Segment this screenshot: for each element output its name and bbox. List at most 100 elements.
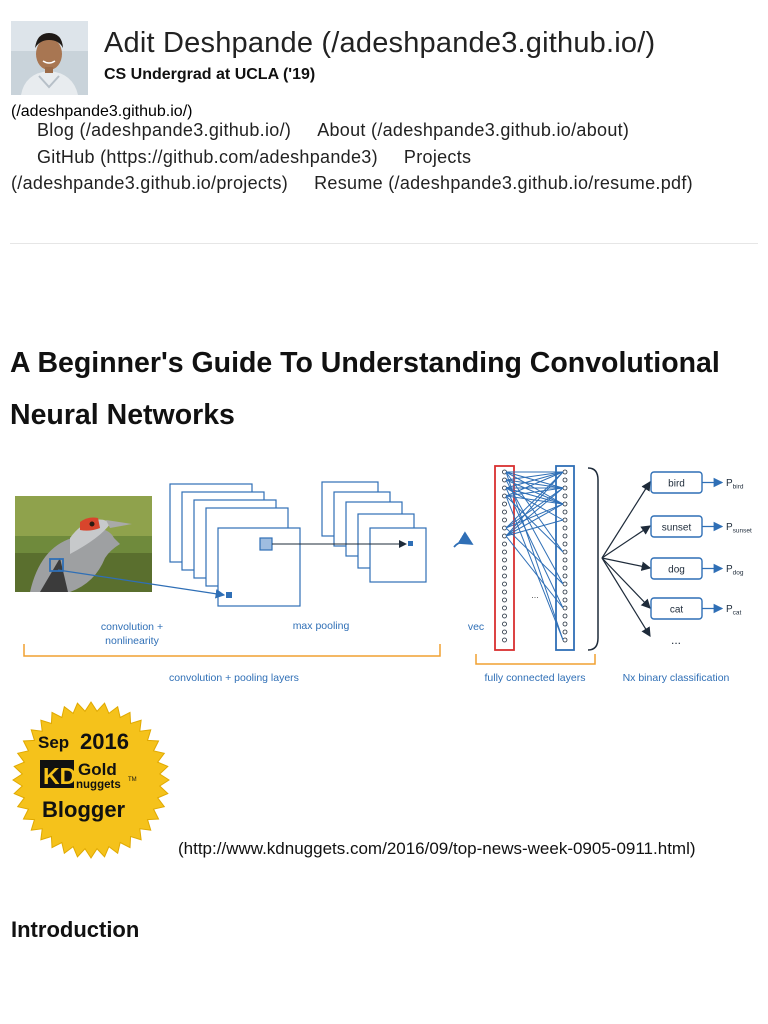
badge-month: Sep — [38, 733, 69, 752]
hidden-node — [562, 613, 568, 619]
conv-label-line2: nonlinearity — [105, 635, 159, 647]
hidden-node — [562, 493, 568, 499]
hidden-node — [562, 565, 568, 571]
vector-node — [502, 605, 507, 611]
hidden-node — [562, 477, 568, 483]
hidden-node — [562, 581, 568, 587]
class-prob-dog: Pdog — [726, 564, 744, 577]
vector-node — [502, 485, 507, 491]
nx-binary-label: Nx binary classification — [623, 672, 730, 684]
home-link[interactable]: (/adeshpande3.github.io/) — [11, 103, 193, 120]
site-title-link[interactable]: Adit Deshpande (/adeshpande3.github.io/) — [104, 27, 656, 59]
vector-node — [502, 493, 507, 499]
hidden-node — [562, 533, 568, 539]
badge-link-text[interactable]: (http://www.kdnuggets.com/2016/09/top-ne… — [10, 836, 750, 862]
badge-nuggets: nuggets — [76, 779, 121, 791]
vector-node — [502, 557, 507, 563]
class-prob-sunset: Psunset — [726, 522, 752, 535]
nav-projects-link[interactable]: Projects (/adeshpande3.github.io/project… — [11, 146, 472, 194]
class-arrow — [601, 557, 651, 609]
hidden-node — [562, 517, 568, 523]
main-nav: Blog (/adeshpande3.github.io/) About (/ad… — [11, 117, 751, 197]
fc-layers-label: fully connected layers — [485, 672, 586, 684]
header-divider — [10, 243, 758, 244]
fc-link — [505, 495, 564, 641]
class-arrow — [601, 480, 651, 559]
vector-node — [502, 613, 507, 619]
hidden-node — [562, 469, 568, 475]
nav-resume-link[interactable]: Resume (/adeshpande3.github.io/resume.pd… — [314, 173, 693, 193]
hidden-node — [562, 573, 568, 579]
max-pooling-label: max pooling — [293, 620, 350, 632]
vector-layer — [494, 465, 515, 651]
vector-node — [502, 629, 507, 635]
vector-node — [502, 581, 507, 587]
vector-node — [502, 533, 507, 539]
nav-github-link[interactable]: GitHub (https://github.com/adeshpande3) — [37, 146, 378, 167]
class-arrow — [601, 525, 651, 559]
vector-node — [502, 637, 507, 643]
fc-connections — [505, 471, 564, 641]
vector-node — [502, 501, 507, 507]
fc-link — [505, 487, 564, 529]
nav-about-link[interactable]: About (/adeshpande3.github.io/about) — [317, 120, 630, 140]
class-prob-bird: Pbird — [726, 478, 744, 491]
hidden-node — [562, 501, 568, 507]
conv-pool-bracket — [23, 644, 441, 657]
fc-link — [505, 527, 564, 585]
badge-kd-block — [40, 760, 74, 788]
vector-node — [502, 549, 507, 555]
hidden-node — [562, 541, 568, 547]
hidden-node — [562, 597, 568, 603]
fc-link — [505, 495, 564, 553]
vector-node — [502, 541, 507, 547]
conv-label-line1: convolution + — [101, 621, 163, 633]
conv-filter-patch — [259, 537, 273, 551]
hidden-layer — [555, 465, 575, 651]
fc-link — [505, 471, 564, 529]
conv-feature-maps — [169, 483, 301, 607]
author-avatar[interactable] — [11, 21, 88, 95]
hidden-node — [562, 525, 568, 531]
hidden-node — [562, 509, 568, 515]
vector-node — [502, 589, 507, 595]
flatten-arrow — [453, 531, 474, 548]
cnn-architecture-diagram: convolution + nonlinearity max pooling c… — [15, 465, 752, 684]
conv-arrow — [57, 569, 226, 599]
vec-label: vec — [468, 621, 484, 633]
fc-link — [505, 487, 564, 609]
fc-link — [505, 503, 564, 537]
conv-pool-layers-label: convolution + pooling layers — [169, 672, 299, 684]
kdnuggets-gold-blogger-badge[interactable]: Sep 2016 KD Gold nuggets TM Blogger — [10, 700, 172, 860]
kdnuggets-link[interactable]: (http://www.kdnuggets.com/2016/09/top-ne… — [178, 839, 696, 858]
class-label-bird: bird — [668, 479, 685, 490]
vector-node — [502, 565, 507, 571]
fc-link — [505, 487, 564, 497]
vector-node — [502, 469, 507, 475]
class-label-cat: cat — [670, 605, 684, 616]
vector-node — [502, 509, 507, 515]
pool-output-pixel — [408, 541, 413, 546]
nav-blog-link[interactable]: Blog (/adeshpande3.github.io/) — [37, 120, 292, 140]
author-tagline: CS Undergrad at UCLA ('19) — [104, 66, 316, 83]
badge-seal — [12, 701, 170, 859]
fc-link — [505, 519, 564, 537]
pooled-feature-maps — [321, 481, 427, 583]
fc-link — [505, 471, 564, 489]
input-bird-photo — [15, 496, 152, 592]
fc-link — [505, 503, 564, 529]
fc-link — [505, 471, 564, 537]
hidden-node — [562, 485, 568, 491]
vector-node — [502, 517, 507, 523]
fc-bracket — [475, 654, 596, 665]
class-label-sunset: sunset — [662, 523, 692, 534]
vector-node — [502, 525, 507, 531]
class-arrow — [601, 557, 652, 571]
badge-role: Blogger — [42, 797, 126, 822]
more-classes-ellipsis: ... — [671, 633, 681, 647]
vector-node — [502, 477, 507, 483]
fc-link — [505, 471, 564, 481]
fc-nodes — [502, 469, 568, 643]
classifier-brace — [587, 467, 599, 651]
